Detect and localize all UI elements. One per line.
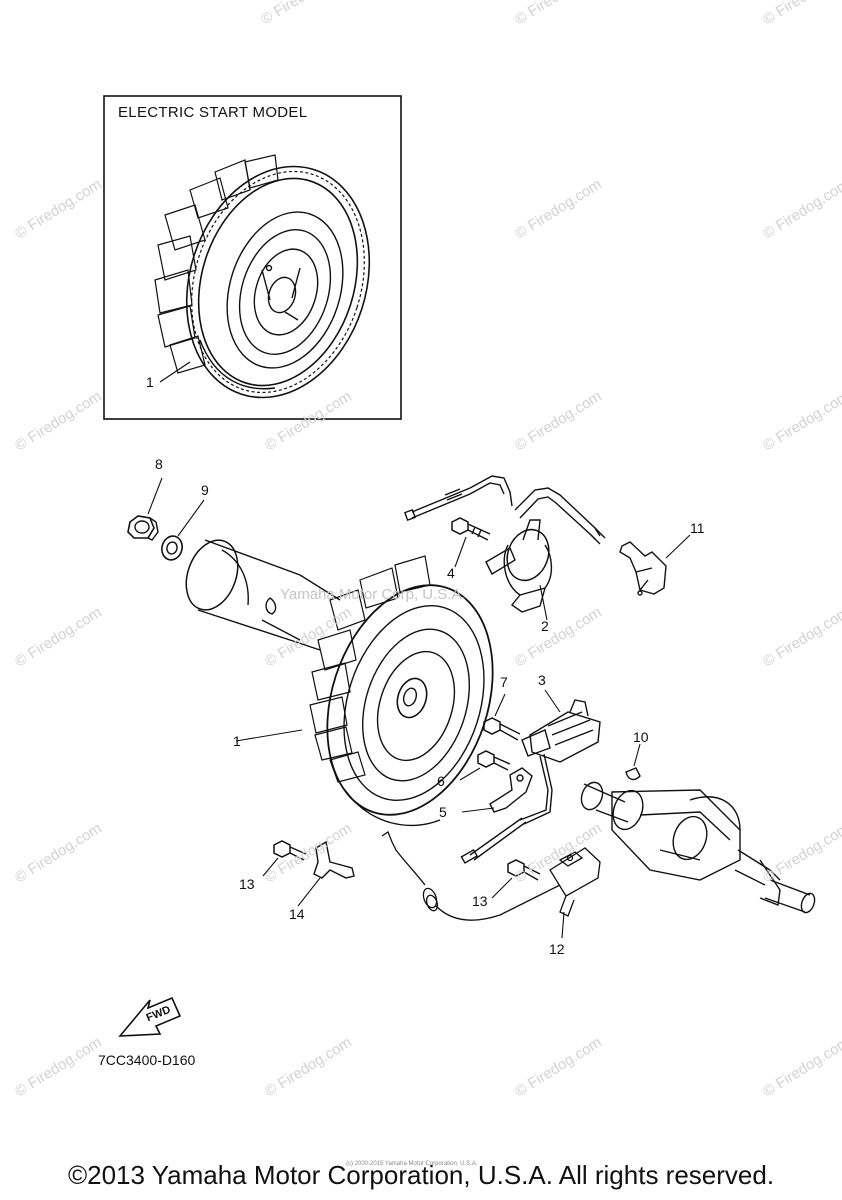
overlay-text: Yamaha Motor Corp, U.S.A. — [280, 586, 466, 603]
diagram-code: 7CC3400-D160 — [98, 1052, 196, 1068]
plate-14-drawing — [313, 840, 355, 879]
inset-frame — [103, 95, 402, 420]
bolt-13-right-drawing — [507, 859, 541, 881]
crankshaft-drawing — [580, 781, 816, 914]
bolt-6-drawing — [477, 750, 511, 771]
fineprint: (c) 2000-2015 Yamaha Motor Corporation, … — [346, 1161, 478, 1167]
callout-13-left: 13 — [239, 876, 255, 892]
ignition-coil-2-drawing — [403, 475, 606, 613]
stator-cup-drawing — [185, 539, 341, 651]
woodruff-key-10-drawing — [625, 767, 641, 781]
callout-13-right: 13 — [472, 893, 488, 909]
inset-leader — [159, 361, 191, 383]
bolt-7-drawing — [483, 717, 521, 741]
bolt-13-left-drawing — [273, 840, 307, 861]
callout-14: 14 — [289, 906, 305, 922]
inset-title: ELECTRIC START MODEL — [118, 104, 308, 121]
callout-6: 6 — [437, 773, 445, 789]
washer-9-drawing — [161, 535, 183, 561]
plug-cap-11-drawing — [619, 541, 667, 596]
callout-12: 12 — [549, 941, 565, 957]
callout-1: 1 — [233, 733, 241, 749]
copyright-notice: ©2013 Yamaha Motor Corporation, U.S.A. A… — [67, 1160, 775, 1190]
stop-switch-12-drawing — [381, 831, 601, 921]
callout-4: 4 — [447, 565, 455, 581]
callout-7: 7 — [500, 674, 508, 690]
inset-callout-1: 1 — [146, 374, 154, 390]
pulser-coil-3-drawing — [460, 699, 601, 864]
fwd-arrow-icon — [118, 996, 182, 1037]
callout-11: 11 — [690, 520, 705, 536]
bolt-4-drawing — [451, 517, 491, 541]
callout-2: 2 — [541, 618, 549, 634]
inset-flywheel — [154, 154, 371, 399]
callout-9: 9 — [201, 482, 209, 498]
callout-8: 8 — [155, 456, 163, 472]
callout-3: 3 — [538, 672, 546, 688]
callout-5: 5 — [439, 804, 447, 820]
bracket-5-drawing — [489, 767, 533, 813]
nut-8-drawing — [127, 515, 159, 541]
callout-10: 10 — [633, 729, 649, 745]
